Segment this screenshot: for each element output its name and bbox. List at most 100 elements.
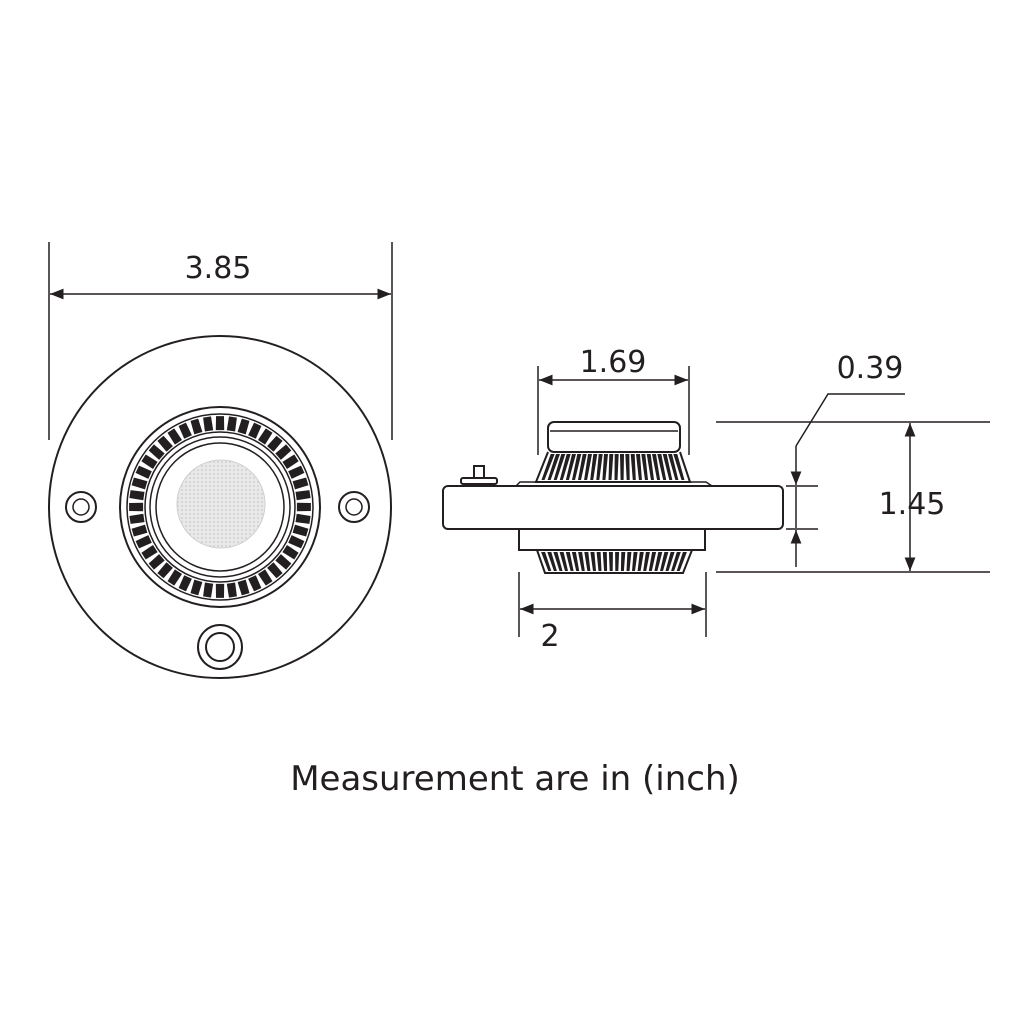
dimension-top-width: 1.69 <box>537 345 690 455</box>
fin <box>141 454 158 469</box>
fin <box>131 477 148 490</box>
fin <box>157 562 173 579</box>
fin <box>148 444 165 460</box>
fin <box>129 490 145 501</box>
dimension-label-flange-thickness: 0.39 <box>837 351 904 386</box>
fin <box>135 535 152 549</box>
dimension-label-bottom-width: 2 <box>540 619 559 654</box>
fin <box>620 552 626 571</box>
fin <box>636 454 642 480</box>
fin <box>614 454 619 480</box>
fin <box>248 422 262 439</box>
fin <box>626 552 632 571</box>
units-caption: Measurement are in (inch) <box>290 759 740 799</box>
fin <box>565 454 576 480</box>
fin <box>559 552 568 571</box>
fin <box>668 454 679 480</box>
fin <box>275 444 292 460</box>
fin <box>258 428 273 445</box>
fin <box>590 552 596 571</box>
fin <box>282 454 299 469</box>
fin <box>248 575 262 592</box>
fin <box>608 552 613 571</box>
fin <box>660 552 669 571</box>
fin <box>190 418 203 435</box>
fin <box>662 454 673 480</box>
fin <box>578 552 585 571</box>
lower-body-side <box>518 528 706 551</box>
fin <box>630 454 636 480</box>
fin <box>602 454 608 480</box>
fin <box>608 454 614 480</box>
fin <box>292 524 309 537</box>
body-outer-ring <box>119 406 321 608</box>
fin <box>641 454 648 480</box>
cooling-fins-front <box>129 416 311 598</box>
fin <box>596 552 602 571</box>
fin <box>596 454 603 480</box>
fin <box>203 582 214 598</box>
fin <box>275 554 292 570</box>
fin <box>571 552 580 571</box>
dimension-total-height: 1.45 <box>716 421 990 573</box>
mounting-hole-left <box>65 491 97 523</box>
fin <box>288 465 305 479</box>
fin <box>178 422 192 439</box>
fin <box>565 552 574 571</box>
side-view: 1.69 2 <box>442 345 990 654</box>
fin <box>590 454 598 480</box>
fin <box>643 552 650 571</box>
fin <box>602 552 608 571</box>
fin <box>625 454 630 480</box>
dimension-label-overall-diameter: 3.85 <box>185 251 252 286</box>
fin <box>671 552 681 571</box>
fin <box>295 513 311 524</box>
fin <box>541 454 555 480</box>
top-cap <box>547 421 681 453</box>
fin <box>157 435 173 452</box>
fin <box>652 454 661 480</box>
fin <box>547 552 557 571</box>
fin <box>141 545 158 560</box>
fin <box>131 524 148 537</box>
fin <box>292 477 309 490</box>
fin <box>129 502 144 512</box>
fin <box>148 554 165 570</box>
fin <box>203 416 214 432</box>
fin <box>178 575 192 592</box>
fin <box>665 552 675 571</box>
mounting-hole-right <box>338 491 370 523</box>
body-ring-5 <box>155 442 285 572</box>
body-ring-2 <box>126 413 314 601</box>
fin <box>559 454 571 480</box>
fin <box>541 552 552 571</box>
fin <box>654 552 663 571</box>
fin <box>584 552 591 571</box>
fin <box>620 454 624 480</box>
fin <box>167 569 182 586</box>
diaphragm-mesh <box>176 459 266 549</box>
lower-fins-side <box>536 549 693 574</box>
fin <box>632 552 638 571</box>
fin <box>215 416 225 431</box>
upper-fins-side <box>534 451 692 483</box>
fin <box>676 552 687 571</box>
fin <box>572 454 582 480</box>
fin <box>673 454 685 480</box>
fin <box>215 583 225 598</box>
fin <box>657 454 667 480</box>
fin <box>167 428 182 445</box>
fin <box>637 552 644 571</box>
fin <box>226 416 237 432</box>
dimension-flange-thickness: 0.39 <box>786 351 905 567</box>
fin <box>295 490 311 501</box>
dimension-label-total-height: 1.45 <box>879 487 946 522</box>
fin <box>553 552 563 571</box>
body-ring-3 <box>144 431 296 583</box>
fin <box>547 454 560 480</box>
fin <box>190 579 203 596</box>
fin <box>578 454 587 480</box>
fin <box>615 552 620 571</box>
fin <box>553 454 566 480</box>
fin <box>288 535 305 549</box>
